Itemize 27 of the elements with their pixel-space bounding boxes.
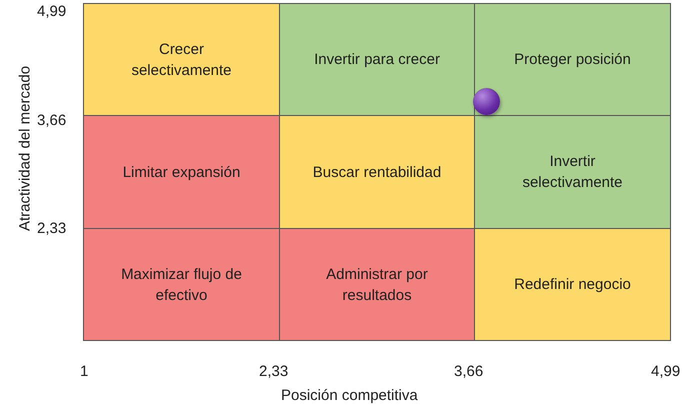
cell-label: Crecer selectivamente <box>130 40 233 80</box>
cell-label: Maximizar flujo de efectivo <box>120 264 243 306</box>
cell-label: Proteger posición <box>513 50 632 70</box>
axis-tick-label: 3,66 <box>454 363 484 380</box>
axis-title: Posición competitiva <box>281 387 418 404</box>
matrix-cell <box>83 3 280 116</box>
cell-label: Administrar por resultados <box>325 264 429 306</box>
cell-label: Redefinir negocio <box>513 275 632 295</box>
matrix-cell <box>279 3 475 116</box>
axis-tick-label: 2,33 <box>37 220 66 237</box>
cell-label: Invertir para crecer <box>313 50 441 70</box>
matrix-cell <box>279 115 475 229</box>
cell-label: Invertir selectivamente <box>521 152 624 193</box>
axis-tick-label: 2,33 <box>259 363 288 380</box>
axis-title: Atractividad del mercado <box>16 64 34 234</box>
axis-tick-label: 3,66 <box>37 112 66 129</box>
cell-label: Buscar rentabilidad <box>312 162 442 182</box>
axis-tick-label: 4,99 <box>651 363 680 380</box>
matrix-cell <box>83 228 280 341</box>
axis-tick-label: 4,99 <box>37 3 66 20</box>
matrix-cell <box>474 115 671 229</box>
matrix-cell <box>474 228 671 341</box>
cell-label: Limitar expansión <box>122 162 242 182</box>
matrix-cell <box>474 3 671 116</box>
matrix-cell <box>279 228 475 341</box>
axis-tick-label: 1 <box>80 363 88 380</box>
matrix-cell <box>83 115 280 229</box>
